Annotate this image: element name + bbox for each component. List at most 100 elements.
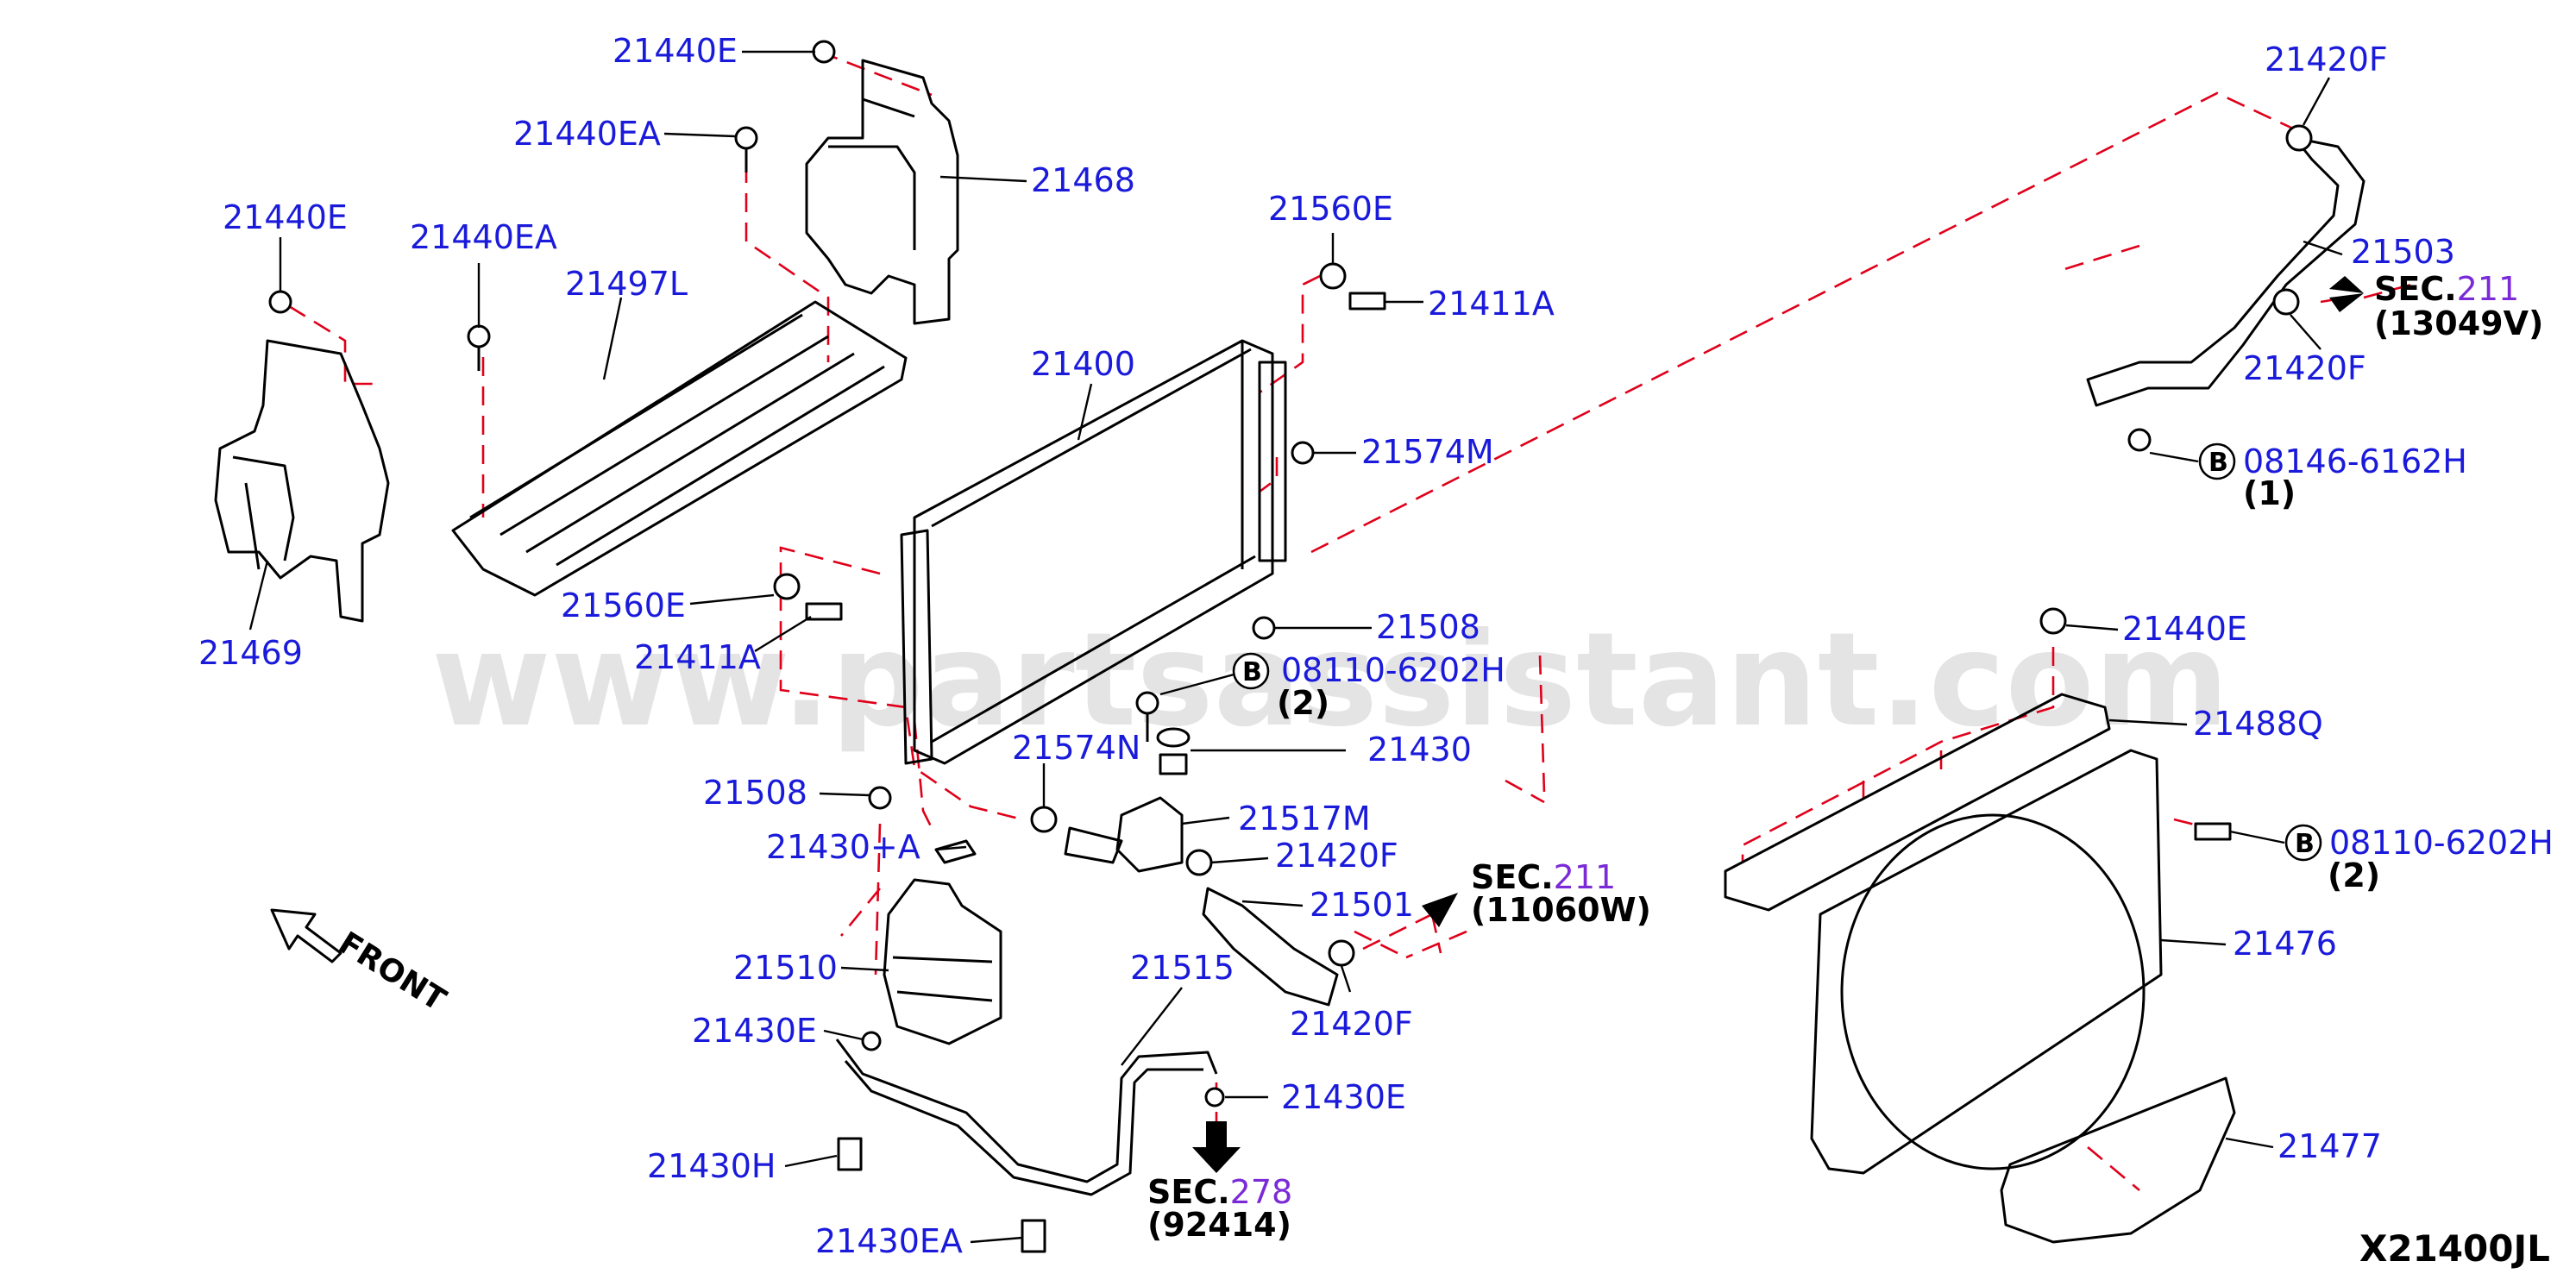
drain-21508-right [1252,616,1276,640]
clamp-21420F-right [2272,288,2300,316]
label-21510: 21510 [733,949,838,987]
outlet-21517M [1115,796,1184,873]
section-arrows [270,276,2364,1173]
diagram-code: X21400JL [2359,1227,2550,1270]
drain-21508-left [868,786,892,810]
clamp-21420F-top [2285,124,2313,152]
label-08110-mid: 08110-6202H [1281,651,1505,689]
label-21515: 21515 [1130,949,1235,987]
bolt-21411A-top [1348,292,1386,311]
label-21420F-low: 21420F [1290,1005,1413,1043]
sec-upper-code: (13049V) [2374,304,2543,342]
arrow-to-sec-upper [2329,276,2364,312]
b-marker-mid [1232,652,1270,690]
label-21440E-right: 21440E [2122,610,2247,648]
label-08146: 08146-6162H [2243,442,2467,480]
sec-mid-code: (11060W) [1471,891,1651,929]
label-21503: 21503 [2351,233,2455,271]
part-drawings [214,40,2366,1253]
label-21430H: 21430H [647,1147,776,1185]
clip-21430H [837,1137,863,1171]
b-marker-right-text: B [2295,829,2315,859]
clip-21440E-left [268,290,292,314]
label-21440EA-left: 21440EA [410,218,557,256]
hose-21501 [1202,887,1339,1007]
label-21574N: 21574N [1012,729,1140,767]
grommet-21560E-mid [773,573,801,600]
label-21469: 21469 [198,634,303,672]
section-refs: SEC.211 (13049V) SEC.211 (11060W) SEC.27… [1147,270,2543,1244]
label-21488Q: 21488Q [2193,705,2323,743]
clip-21430EA [1021,1219,1046,1253]
clamp-21430E-right [1204,1087,1225,1107]
leader-lines [248,50,2343,1244]
arrow-to-sec-mid [1422,893,1458,927]
plate-21430A [934,839,977,864]
assembly-dashed-lines [288,50,2412,1191]
b-marker-right [2284,824,2322,862]
label-21430E-right: 21430E [1281,1078,1406,1116]
front-label: FRONT [332,925,452,1019]
label-21420F-top: 21420F [2265,41,2388,78]
label-21420F-mid: 21420F [1275,837,1398,875]
part-labels: 21440E 21440EA 21468 21440E 21440EA 2149… [198,32,2554,1260]
b-marker-upper-text: B [2208,448,2228,478]
sec-low-code: (92414) [1147,1206,1291,1244]
label-21497L: 21497L [565,265,688,303]
bolt-08110-right [2194,822,2232,841]
label-21560E-mid: 21560E [561,587,686,624]
clamp-21574N [1030,806,1058,833]
label-21517M: 21517M [1238,800,1371,838]
clamp-21574M [1291,441,1315,465]
bolt-21440EA-left [467,324,491,348]
hose-21515 [835,1038,1218,1196]
air-guide-21497L [451,300,908,597]
sec-upper: SEC.211 [2374,270,2519,308]
clamp-21420F-mid [1185,849,1213,876]
b-marker-mid-text: B [1242,657,1262,687]
bolt-08146 [2127,428,2152,452]
hose-21503 [2086,136,2366,407]
label-21440E-left: 21440E [223,198,348,236]
label-21560E-top: 21560E [1268,190,1393,228]
bolt-08110-mid [1135,691,1159,715]
label-21468: 21468 [1031,161,1135,199]
label-21501: 21501 [1310,886,1414,924]
sec-low: SEC.278 [1147,1173,1292,1211]
label-21400: 21400 [1031,345,1135,383]
clamp-21420F-low [1328,939,1355,967]
qty-08110-right: (2) [2328,856,2380,894]
label-21508-right: 21508 [1376,608,1480,646]
reservoir-21510 [883,878,1002,1045]
watermark: www.partsassistant.com [431,605,2229,756]
qty-08110-mid: (2) [1277,684,1329,722]
bracket-21468 [805,59,959,325]
arrow-to-sec-low [1192,1121,1241,1173]
label-08110-right: 08110-6202H [2329,824,2554,862]
clamp-21430E-left [861,1031,882,1051]
label-21440E-top: 21440E [613,32,738,70]
bolt-21440EA-top [734,126,758,150]
duct-21469 [214,339,390,623]
label-21411A-top: 21411A [1428,285,1555,323]
sec-mid: SEC.211 [1471,858,1616,896]
shroud-top-21488Q [1724,693,2111,912]
cap-21430 [1156,727,1191,748]
bolt-markers: B B B [1232,442,2322,862]
b-marker-upper [2198,442,2236,480]
front-arrow-icon [270,908,342,963]
clip-21440E-right [2039,607,2067,635]
label-21420F-right: 21420F [2243,349,2366,387]
label-21411A-mid: 21411A [634,638,761,676]
label-21477: 21477 [2278,1127,2382,1165]
shroud-21476 [1810,749,2163,1175]
qty-08146: (1) [2243,474,2296,512]
label-21430E-left: 21430E [692,1012,817,1050]
bolt-21411A-mid [805,602,843,621]
grommet-21560E-top [1319,262,1347,290]
guard-21477 [2000,1076,2236,1244]
clip-21440E-top [812,40,836,64]
label-21430A: 21430+A [766,828,920,866]
label-21476: 21476 [2233,925,2337,963]
